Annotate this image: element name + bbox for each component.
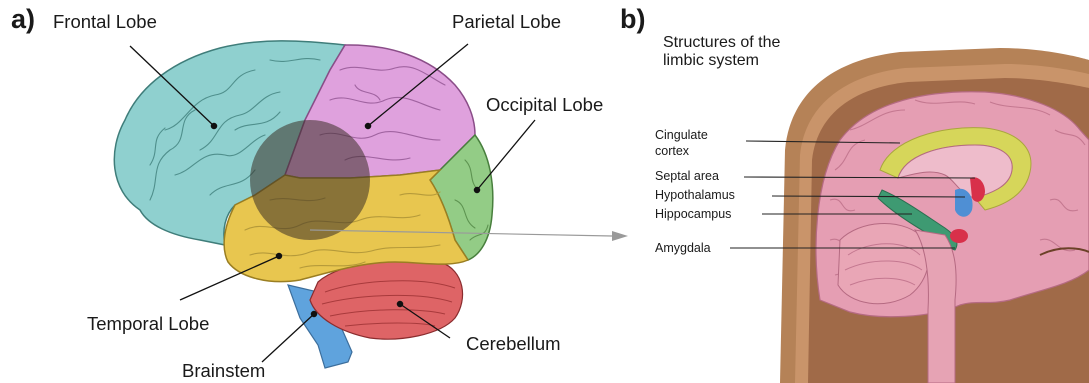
limbic-heading: Structures of the limbic system [663, 34, 803, 70]
brainstem-label: Brainstem [182, 362, 265, 381]
limbic-overlay-circle [250, 120, 370, 240]
occipital-lobe-label: Occipital Lobe [486, 96, 603, 115]
septal-area-label: Septal area [655, 168, 719, 184]
temporal-dot [276, 253, 281, 258]
hypothalamus-label: Hypothalamus [655, 187, 735, 203]
limbic-sagittal-view [730, 40, 1089, 383]
panel-a-label: a) [11, 6, 35, 33]
parietal-lobe-label: Parietal Lobe [452, 13, 561, 32]
cerebellum-label: Cerebellum [466, 335, 561, 354]
cerebellum-dot [397, 301, 402, 306]
frontal-lobe-label: Frontal Lobe [53, 13, 157, 32]
brainstem-dot [311, 311, 316, 316]
temporal-lobe-label: Temporal Lobe [87, 315, 209, 334]
frontal-dot [211, 123, 216, 128]
hippocampus-label: Hippocampus [655, 206, 731, 222]
parietal-dot [365, 123, 370, 128]
panel-b-label: b) [620, 6, 645, 33]
projection-arrowhead [612, 231, 628, 241]
amygdala-label: Amygdala [655, 240, 711, 256]
cingulate-label: Cingulate cortex [655, 127, 735, 159]
occipital-dot [474, 187, 479, 192]
amygdala-region [950, 229, 968, 243]
brainstem-leader [262, 314, 314, 362]
